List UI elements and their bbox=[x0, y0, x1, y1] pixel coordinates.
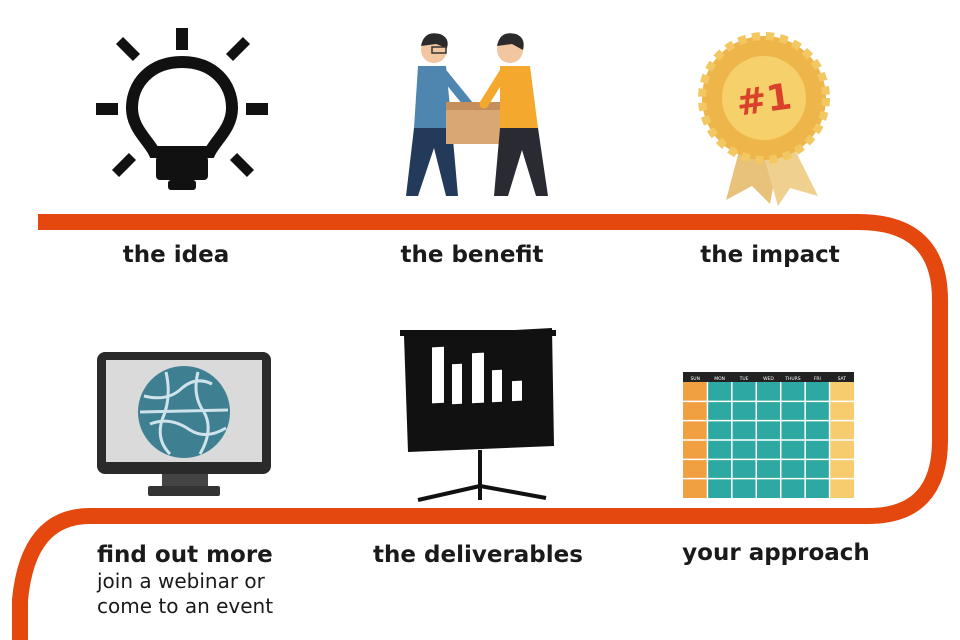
find-out-sub-line-1: join a webinar or bbox=[96, 569, 266, 593]
monitor-globe-icon bbox=[97, 352, 271, 496]
calendar-day-label: FRI bbox=[814, 376, 821, 382]
calendar-day-label: THURS bbox=[784, 376, 801, 382]
calendar-day-label: SUN bbox=[690, 376, 700, 382]
step-label-idea: the idea bbox=[123, 242, 229, 268]
step-label-approach: your approach bbox=[682, 540, 870, 566]
calendar-day-label: MON bbox=[714, 376, 725, 382]
step-label-impact: the impact bbox=[700, 242, 839, 268]
lightbulb-icon bbox=[96, 28, 268, 190]
calendar-day-label: WED bbox=[763, 376, 774, 382]
presentation-board-icon bbox=[400, 328, 556, 502]
winding-path bbox=[12, 214, 948, 640]
find-out-sub-line-2: come to an event bbox=[97, 594, 273, 618]
handshake-box-icon bbox=[406, 33, 548, 196]
calendar-day-label: TUE bbox=[739, 376, 749, 382]
step-label-benefit: the benefit bbox=[400, 242, 543, 268]
badge-text: #1 bbox=[734, 76, 794, 124]
calendar-icon: SUN MON TUE WED THURS FRI SAT bbox=[683, 372, 854, 498]
step-label-deliverables: the deliverables bbox=[373, 542, 583, 568]
award-badge-icon: #1 bbox=[698, 32, 830, 206]
calendar-day-label: SAT bbox=[838, 376, 847, 382]
step-label-find-out-more: find out more bbox=[97, 542, 273, 568]
